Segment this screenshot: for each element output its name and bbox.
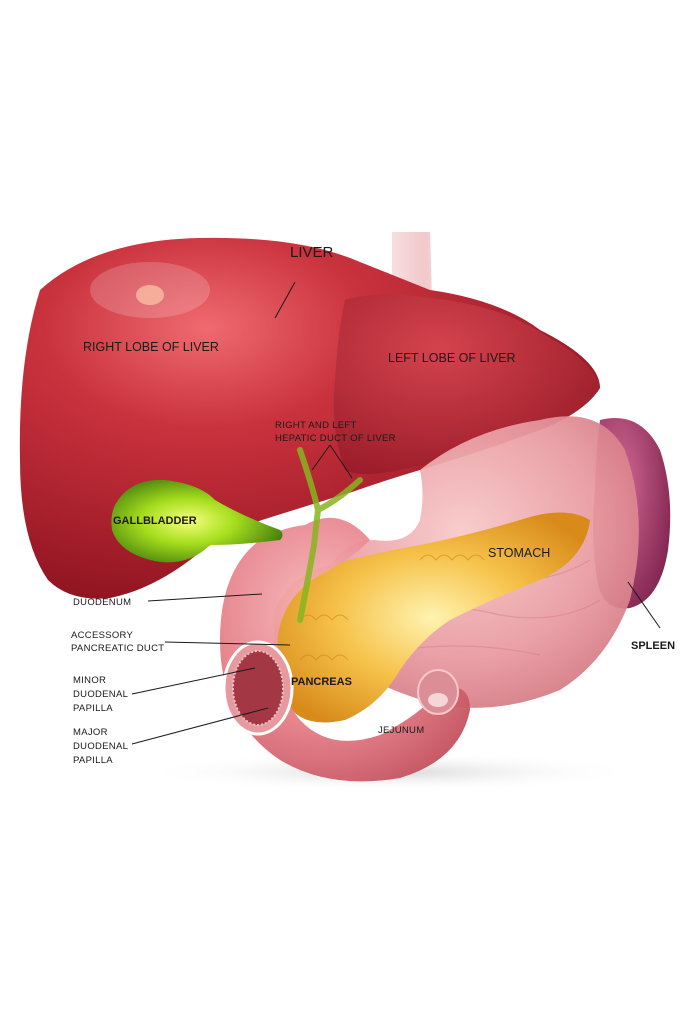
label-pancreas: PANCREAS	[291, 676, 352, 688]
leader-accessory-duct	[164, 641, 291, 646]
label-left-lobe: LEFT LOBE OF LIVER	[388, 351, 516, 365]
hepatic-ducts	[297, 447, 363, 623]
label-major-papilla-2: DUODENAL	[73, 741, 128, 752]
label-gallbladder: GALLBLADDER	[113, 515, 197, 527]
label-accessory-duct-2: PANCREATIC DUCT	[71, 643, 164, 654]
label-jejunum: JEJUNUM	[378, 725, 424, 736]
label-right-lobe: RIGHT LOBE OF LIVER	[83, 340, 219, 354]
duodenum-lumen	[232, 650, 284, 726]
pancreas-lobules	[299, 554, 485, 661]
leader-minor-papilla	[131, 667, 256, 695]
label-stomach: STOMACH	[488, 546, 550, 560]
leader-liver	[274, 281, 296, 319]
jejunum-opening	[417, 669, 459, 715]
leader-duodenum	[147, 593, 263, 602]
label-major-papilla-3: PAPILLA	[73, 755, 113, 766]
jejunum-lumen	[428, 693, 448, 707]
label-hepatic-duct-2: HEPATIC DUCT OF LIVER	[275, 433, 396, 444]
liver-glint	[136, 285, 164, 305]
label-minor-papilla-1: MINOR	[73, 675, 106, 686]
leader-hepatic-duct	[311, 444, 353, 479]
pancreas-shape	[273, 512, 590, 723]
label-hepatic-duct-1: RIGHT AND LEFT	[275, 420, 357, 431]
label-spleen: SPLEEN	[631, 640, 675, 652]
label-duodenum: DUODENUM	[73, 597, 131, 608]
label-minor-papilla-3: PAPILLA	[73, 703, 113, 714]
label-liver: LIVER	[290, 244, 334, 261]
label-major-papilla-1: MAJOR	[73, 727, 108, 738]
label-accessory-duct-1: ACCESSORY	[71, 630, 134, 641]
leader-spleen	[627, 581, 661, 629]
label-minor-papilla-2: DUODENAL	[73, 689, 128, 700]
leader-major-papilla	[131, 707, 269, 745]
gallbladder-shape	[111, 479, 283, 563]
